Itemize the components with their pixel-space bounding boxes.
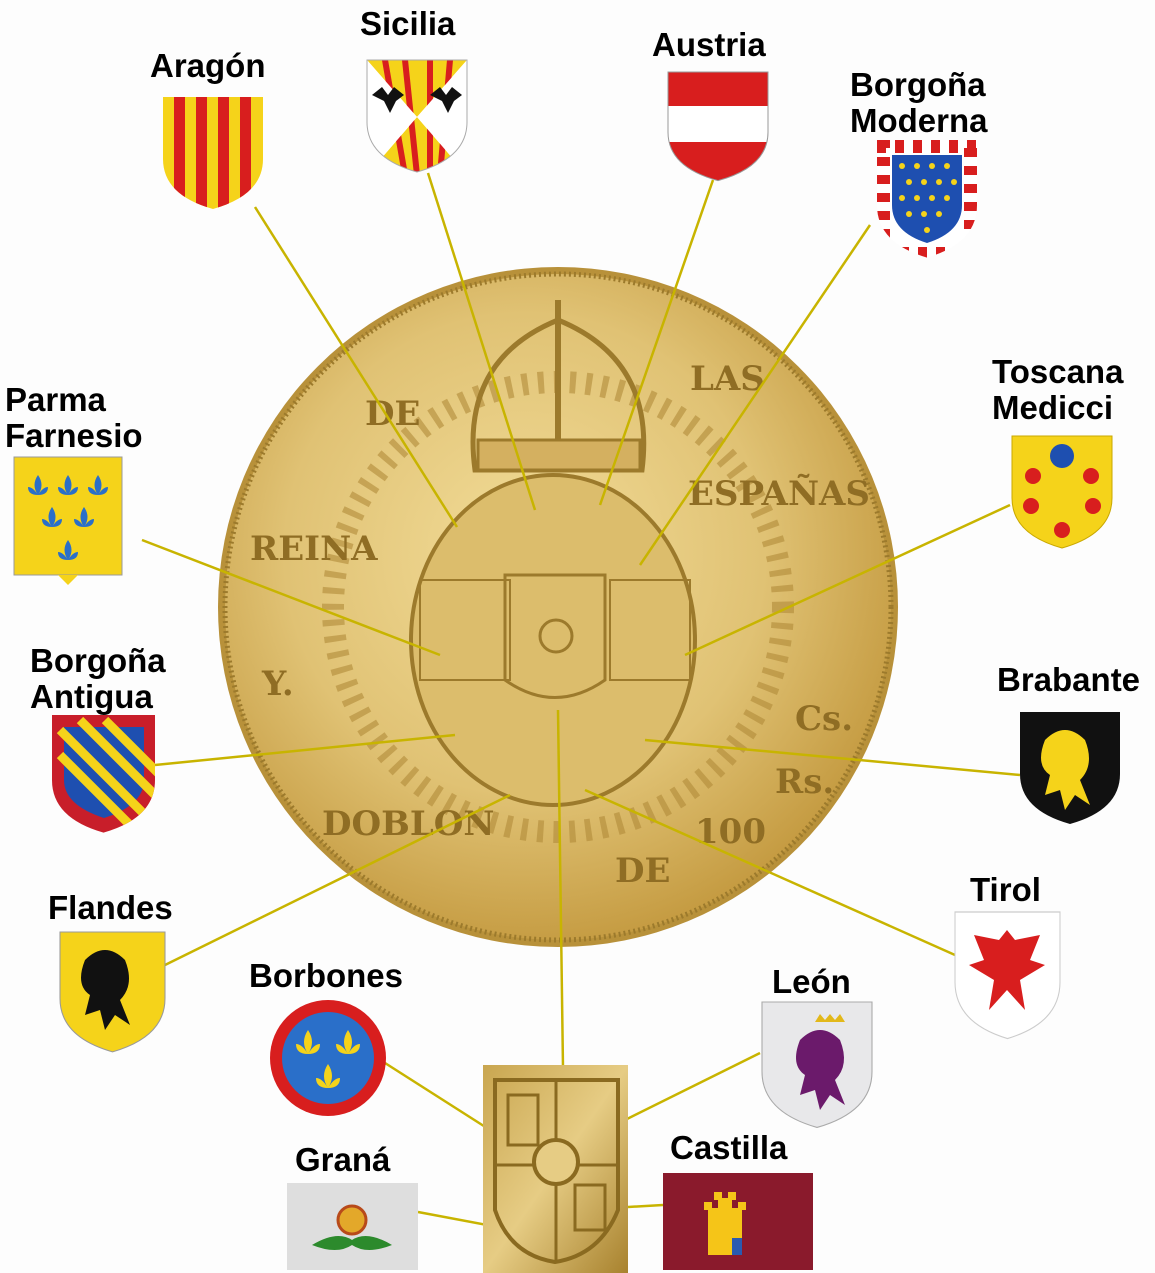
aragon-shield: [163, 97, 263, 209]
brabante-shield: [1020, 712, 1120, 824]
label-borgona-moderna-2: Moderna: [850, 102, 988, 139]
label-parma-2: Farnesio: [5, 417, 143, 454]
label-sicilia: Sicilia: [360, 5, 456, 42]
leon-shield: [761, 1001, 873, 1128]
line-brabante: [644, 738, 1021, 777]
leader-lines: [141, 172, 1021, 1237]
toscana-shield: [1011, 435, 1113, 549]
coin-legend-word: Y.: [261, 664, 294, 704]
label-aragon: Aragón: [150, 47, 266, 84]
line-austria: [598, 179, 715, 506]
castle-icon: [506, 1093, 540, 1147]
coin-legend-word: ESPAÑAS: [688, 474, 870, 514]
line-borgona-moderna: [638, 224, 872, 566]
label-borgona-antigua-1: Borgoña: [30, 642, 166, 679]
castle-icon: [573, 1183, 607, 1232]
line-tirol: [584, 788, 956, 957]
eagle-icon: [372, 87, 404, 113]
label-borgona-moderna-1: Borgoña: [850, 66, 986, 103]
label-grana: Graná: [295, 1141, 391, 1178]
eagle-icon: [969, 930, 1045, 1010]
sicilia-shield: [367, 60, 467, 172]
lion-icon: [1041, 730, 1090, 810]
eagle-icon: [430, 87, 462, 113]
line-parma: [141, 538, 441, 657]
line-aragon: [253, 206, 459, 528]
line-castilla: [627, 1203, 664, 1209]
line-center: [556, 709, 565, 1069]
label-toscana-1: Toscana: [992, 353, 1124, 390]
coin-legend-word: DE: [365, 394, 420, 434]
borgona-moderna-shield: [877, 140, 977, 258]
borbones-roundel: [270, 1000, 386, 1116]
label-castilla: Castilla: [670, 1129, 788, 1166]
coin-legend-word: Cs.: [795, 699, 853, 739]
crown-icon: [815, 1014, 845, 1022]
fleur-de-lis-icon: [296, 1030, 360, 1088]
coin-legend-word: REINA: [250, 529, 378, 569]
lion-icon: [81, 950, 130, 1030]
coin-legend-word: 100: [695, 812, 766, 852]
pomegranate-icon: [336, 1204, 368, 1236]
label-borgona-antigua-2: Antigua: [30, 678, 153, 715]
grana-flag: [287, 1183, 418, 1270]
label-austria: Austria: [652, 26, 766, 63]
line-flandes: [164, 793, 511, 967]
fleur-de-lis-icon: [899, 163, 957, 233]
lion-icon: [796, 1030, 845, 1110]
label-tirol: Tirol: [970, 871, 1041, 908]
flandes-shield: [59, 931, 166, 1053]
castilla-flag: [663, 1173, 813, 1270]
borgona-antigua-shield: [52, 715, 155, 833]
line-borgona-antigua: [154, 733, 456, 767]
austria-shield: [668, 72, 768, 181]
parma-shield: [13, 456, 123, 585]
coin-shield-detail-inset: [483, 1065, 628, 1273]
line-leon: [624, 1051, 761, 1122]
label-parma-1: Parma: [5, 381, 106, 418]
tirol-shield: [954, 911, 1061, 1040]
fleur-de-lis-icon: [28, 475, 108, 560]
coin-legend-word: Rs.: [775, 762, 834, 802]
line-toscana: [684, 503, 1011, 657]
label-flandes: Flandes: [48, 889, 173, 926]
coin-legend-top: Y. REINA DE LAS ESPAÑAS: [250, 359, 870, 704]
label-brabante: Brabante: [997, 661, 1141, 698]
coin-legend-word: LAS: [690, 359, 765, 399]
label-leon: León: [772, 963, 851, 1000]
line-sicilia: [426, 172, 537, 511]
coin-legend-word: DE: [615, 851, 670, 891]
label-borbones: Borbones: [249, 957, 404, 994]
coin-legend-word: DOBLON: [322, 804, 494, 844]
label-toscana-2: Medicci: [992, 389, 1114, 426]
coin-shield: [409, 473, 697, 807]
